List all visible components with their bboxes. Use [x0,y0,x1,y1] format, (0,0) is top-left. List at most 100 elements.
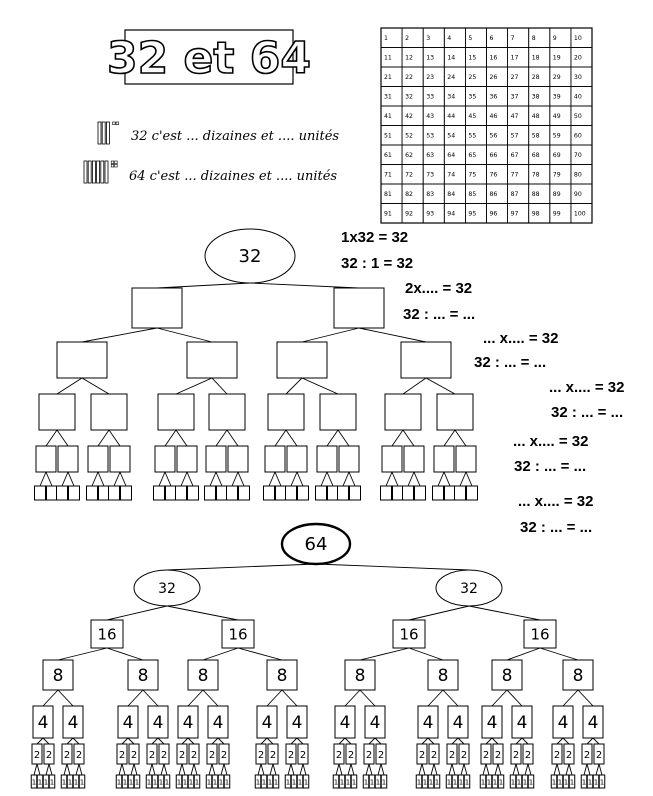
tree64-label-2: 2 [119,750,125,761]
equation: 32 : ... = ... [474,354,546,371]
tree64-label-4: 4 [370,713,381,733]
tree64-branch [63,763,68,776]
grid-number: 90 [574,191,582,198]
tree32-branch [459,471,467,487]
grid-number: 40 [574,94,582,101]
tree64-branch [586,763,591,776]
grid-number: 39 [553,94,561,101]
tree64-label-1: 1 [286,779,290,787]
title-frame [124,29,294,85]
tree64-label-1: 1 [159,779,163,787]
unit-cube [114,160,118,164]
unit-cube [114,164,118,168]
tree64-label-2: 2 [258,750,264,761]
tree32-box-level5 [327,485,339,501]
tree32-branch [175,377,213,395]
tree64-label-1: 1 [429,779,433,787]
tree64-label-2: 2 [221,750,227,761]
tree32-branch [39,471,47,487]
tree64-branch [451,737,459,745]
tree32-branch [285,429,298,447]
grid-number: 99 [553,211,561,218]
tree64-label-1: 1 [225,779,229,787]
tree64-box-1 [350,774,358,789]
grid-number: 59 [553,133,561,140]
tree32-branch [186,471,194,487]
tree64-label-1: 1 [165,779,169,787]
tree64-branch [66,763,71,776]
tree64-branch [36,737,44,745]
tree32-branch [326,471,334,487]
tree32-box-level3 [384,393,422,431]
tree64-label-2: 2 [419,750,425,761]
grid-number: 34 [447,94,455,101]
grid-number: 18 [532,55,540,62]
tree64-label-1: 1 [453,779,457,787]
grid-number: 3 [426,35,430,42]
grid-number: 11 [384,55,392,62]
tree32-branch [465,471,473,487]
tree32-box-level4 [154,445,176,473]
tree64-branch [592,737,600,745]
grid-number: 66 [490,152,498,159]
tree32-box-level5 [275,485,287,501]
tree64-branch [151,737,159,745]
tree64-branch [448,763,453,776]
tree64-label-1: 1 [135,779,139,787]
tree64-branch [223,763,228,776]
tree64-branch [377,763,382,776]
tree32-box-level5 [414,485,426,501]
tree32-box-level5 [120,485,132,501]
tree64-branch [556,763,561,776]
equation: ... x.... = 32 [483,330,558,347]
tree64-branch [482,763,487,776]
tree64-branch [296,737,304,745]
tree64-branch [556,737,564,745]
tree64-label-1: 1 [447,779,451,787]
grid-number: 42 [405,113,413,120]
tree32-branch [402,429,415,447]
tree32-branch [215,429,228,447]
unit-cube [110,164,115,168]
tree32-branch [443,429,456,447]
tree64-branch [586,737,594,745]
tree64-box-1 [598,774,606,789]
tree64-label-4: 4 [517,713,528,733]
tree64-branch [190,763,195,776]
tree64-branch [160,763,165,776]
tree64-branch [133,763,138,776]
grid-number: 4 [447,35,451,42]
tree64-branch [515,763,520,776]
tree64-label-1: 1 [256,779,260,787]
tree64-label-2: 2 [76,750,82,761]
tree32-box-level5 [204,485,216,501]
tree64-label-1: 1 [435,779,439,787]
tree64-label-1: 1 [274,779,278,787]
tree64-label-1: 1 [517,779,521,787]
tree64-branch [269,763,274,776]
tree64-branch [408,647,444,661]
tree64-label-1: 1 [481,779,485,787]
tree64-label-2: 2 [34,750,40,761]
tree64-branch [181,737,189,745]
tree64-box-1 [463,774,471,789]
tree32-box-level2 [186,341,238,379]
tree64-branch [220,763,225,776]
tree64-branch [57,689,74,707]
tree64-branch [157,737,165,745]
tree64-branch [539,647,579,661]
tree32-box-level4 [205,445,227,473]
tree32-branch [231,471,239,487]
grid-number: 22 [405,74,413,81]
grid-number: 82 [405,191,413,198]
tree64-branch [460,763,465,776]
grid-number: 94 [447,211,455,218]
grid-number: 57 [511,133,519,140]
ten-rod [97,121,102,145]
tree64-box-1 [302,774,310,789]
tree64-label-1: 1 [123,779,127,787]
grid-number: 56 [490,133,498,140]
grid-number: 25 [468,74,476,81]
tree64-box-1 [223,774,231,789]
